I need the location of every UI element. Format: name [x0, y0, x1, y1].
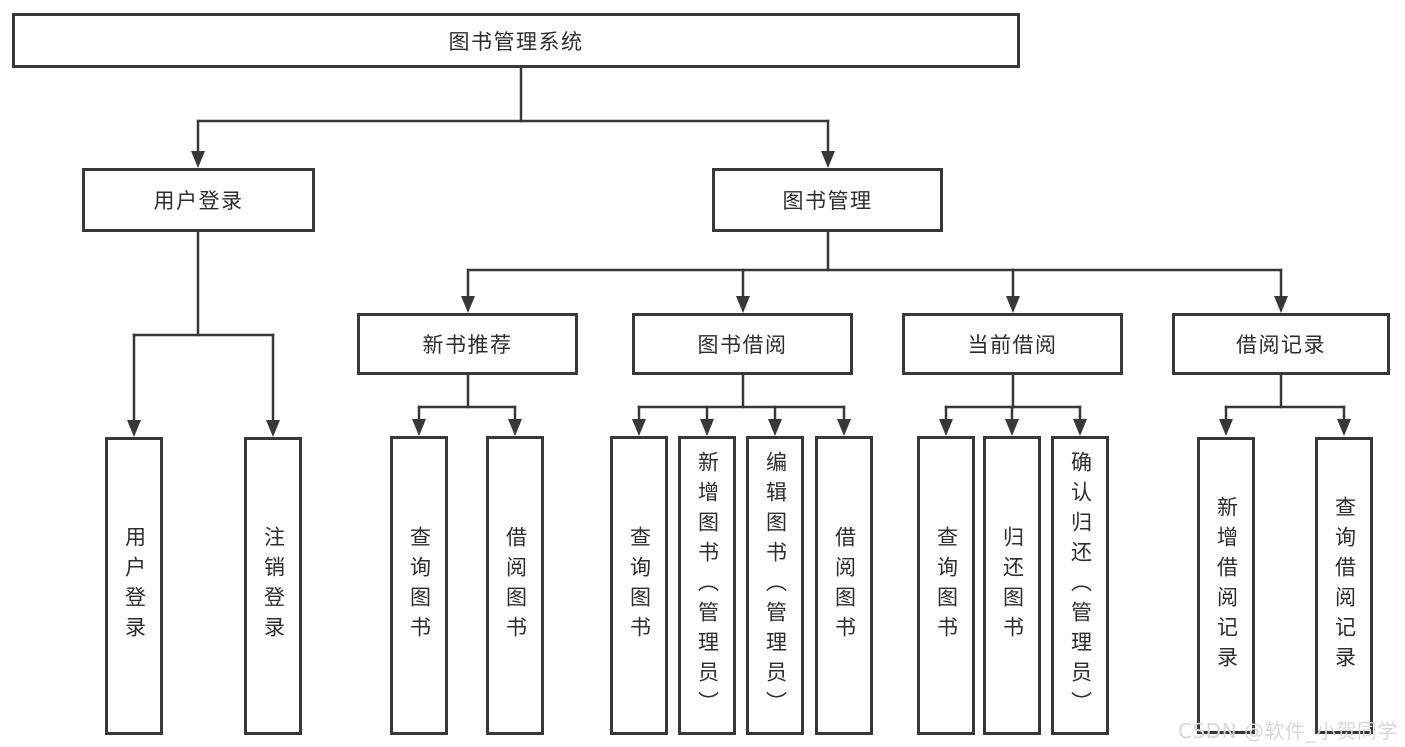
node-label: 借阅记录 — [1236, 333, 1326, 357]
node-label: 查询图书 — [934, 525, 959, 646]
arrowhead-down-icon — [821, 151, 835, 168]
node-label: 用户登录 — [153, 189, 244, 213]
arrowhead-down-icon — [1006, 296, 1020, 313]
leaf-logout: 注销登录 — [244, 437, 302, 735]
arrowhead-down-icon — [768, 419, 782, 436]
arrowhead-down-icon — [508, 419, 522, 436]
node-book-borrowing: 图书借阅 — [632, 313, 853, 375]
arrowhead-down-icon — [1337, 419, 1351, 436]
node-book-management-system: 图书管理系统 — [12, 13, 1020, 68]
arrowhead-down-icon — [127, 420, 141, 437]
arrowhead-down-icon — [700, 419, 714, 436]
leaf-add-book-admin: 新增图书（管理员） — [678, 436, 736, 735]
leaf-confirm-return-admin: 确认归还（管理员） — [1051, 436, 1109, 735]
leaf-user-login: 用户登录 — [105, 437, 163, 735]
leaf-query-books-recommend: 查询图书 — [390, 436, 448, 735]
arrowhead-down-icon — [1073, 419, 1087, 436]
node-user-login: 用户登录 — [82, 168, 315, 232]
leaf-add-borrow-record: 新增借阅记录 — [1197, 437, 1255, 734]
node-label: 图书管理 — [782, 189, 873, 213]
arrowhead-down-icon — [837, 419, 851, 436]
node-label: 新书推荐 — [422, 333, 513, 357]
node-label: 注销登录 — [261, 526, 286, 646]
arrowhead-down-icon — [1005, 419, 1019, 436]
node-label: 新增图书（管理员） — [695, 450, 720, 721]
node-label: 用户登录 — [122, 526, 147, 646]
leaf-borrow-books: 借阅图书 — [815, 436, 873, 735]
arrowhead-down-icon — [1219, 419, 1233, 436]
leaf-query-books-borrow: 查询图书 — [610, 436, 668, 735]
node-current-borrowing: 当前借阅 — [902, 313, 1123, 375]
node-book-management: 图书管理 — [712, 168, 943, 232]
node-label: 新增借阅记录 — [1214, 495, 1239, 676]
node-label: 查询图书 — [407, 525, 432, 646]
node-label: 借阅图书 — [503, 525, 528, 646]
node-new-book-recommend: 新书推荐 — [357, 313, 578, 375]
leaf-borrow-books-recommend: 借阅图书 — [486, 436, 544, 735]
node-label: 编辑图书（管理员） — [763, 450, 788, 721]
node-label: 图书管理系统 — [448, 29, 584, 54]
node-label: 查询图书 — [627, 525, 652, 646]
arrowhead-down-icon — [412, 419, 426, 436]
arrowhead-down-icon — [1274, 296, 1288, 313]
arrowhead-down-icon — [736, 296, 750, 313]
node-label: 查询借阅记录 — [1332, 495, 1357, 676]
leaf-query-borrow-record: 查询借阅记录 — [1315, 437, 1373, 734]
leaf-edit-book-admin: 编辑图书（管理员） — [746, 436, 804, 735]
csdn-watermark: CSDN @软件_小贺同学 — [1178, 719, 1398, 743]
node-label: 当前借阅 — [967, 333, 1058, 357]
arrowhead-down-icon — [461, 296, 475, 313]
arrowhead-down-icon — [266, 420, 280, 437]
node-borrowing-records: 借阅记录 — [1172, 313, 1390, 375]
leaf-return-books: 归还图书 — [983, 436, 1041, 735]
node-label: 归还图书 — [1000, 525, 1025, 646]
node-label: 借阅图书 — [832, 525, 857, 646]
arrowhead-down-icon — [632, 419, 646, 436]
node-label: 图书借阅 — [697, 333, 788, 357]
node-label: 确认归还（管理员） — [1068, 450, 1093, 721]
arrowhead-down-icon — [939, 419, 953, 436]
arrowhead-down-icon — [191, 151, 205, 168]
leaf-query-books-current: 查询图书 — [917, 436, 975, 735]
